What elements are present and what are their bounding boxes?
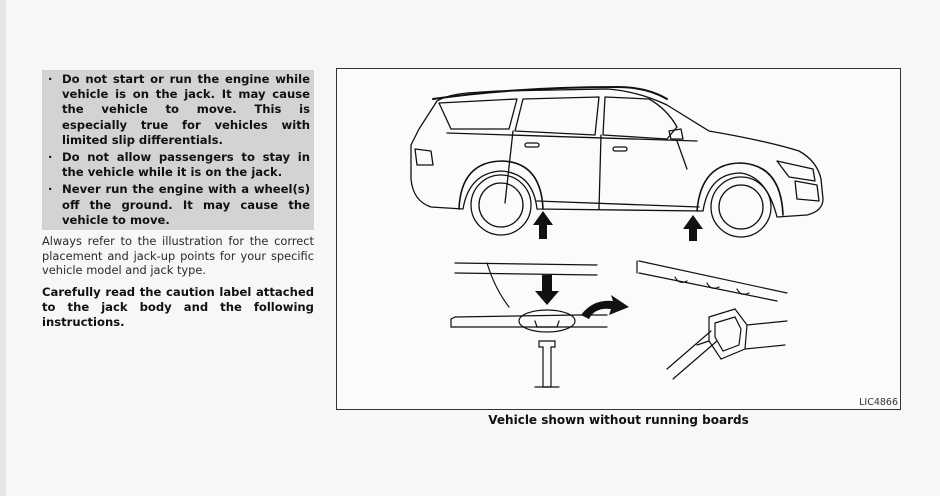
warning-text: Never run the engine with a wheel(s) off… xyxy=(62,182,310,227)
vehicle-body-outline xyxy=(410,88,824,218)
warning-item: · Do not allow passengers to stay in the… xyxy=(46,150,310,180)
warning-item: · Never run the engine with a wheel(s) o… xyxy=(46,182,310,228)
front-door-window xyxy=(602,96,678,140)
bullet-icon: · xyxy=(48,72,53,86)
rear-side-window xyxy=(438,98,518,130)
rear-wheel xyxy=(470,174,532,236)
figure-code: LIC4866 xyxy=(859,397,898,408)
placement-instructions: Always refer to the illustration for the… xyxy=(42,234,314,278)
jack-icon xyxy=(538,340,556,388)
warning-text: Do not start or run the engine while veh… xyxy=(62,72,310,147)
jack-point-arrows xyxy=(533,211,703,241)
rear-door-window xyxy=(514,96,600,136)
rear-jack-point-arrow xyxy=(533,211,553,239)
jack-bracket-detail xyxy=(636,260,788,380)
vehicle-jack-diagram xyxy=(410,86,824,388)
page-edge xyxy=(0,0,6,496)
detail-pointer-arrow xyxy=(581,295,629,319)
front-wheel xyxy=(710,176,772,238)
front-jack-point-arrow xyxy=(683,215,703,241)
caution-label-instructions: Carefully read the caution label attache… xyxy=(42,285,314,329)
bullet-icon: · xyxy=(48,150,53,165)
figure-caption: Vehicle shown without running boards xyxy=(488,413,749,427)
jack-down-arrow xyxy=(535,275,559,305)
warning-item: · Do not start or run the engine while v… xyxy=(46,72,310,148)
jack-placement-detail xyxy=(450,262,608,388)
bullet-icon: · xyxy=(48,182,53,197)
warning-box: · Do not start or run the engine while v… xyxy=(42,70,314,230)
jack-point-illustration: LIC4866 xyxy=(336,68,901,410)
warning-text: Do not allow passengers to stay in the v… xyxy=(62,150,310,180)
